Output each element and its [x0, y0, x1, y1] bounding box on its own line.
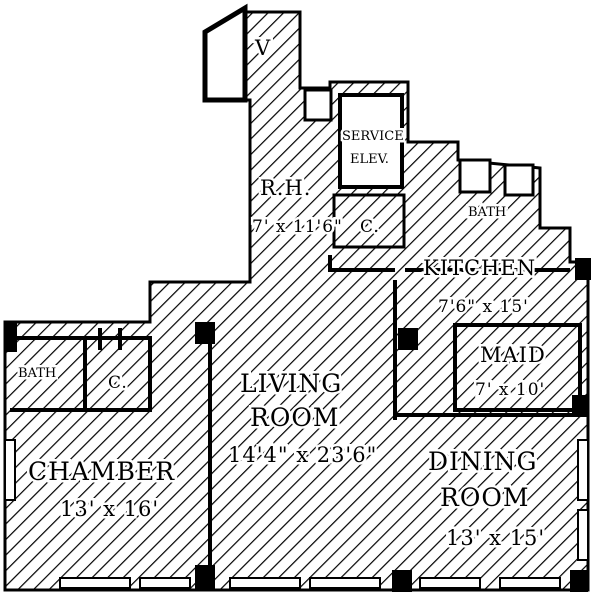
living-room-label-1: LIVING: [240, 369, 342, 398]
chamber-label: CHAMBER: [28, 457, 175, 486]
structural-columns: [5, 258, 591, 592]
service-bath-fixture-2: [503, 163, 535, 197]
interior-walls: [10, 255, 582, 580]
bath-label: BATH: [18, 366, 56, 381]
reception-hall-dims: 7' x 11'6": [252, 217, 343, 237]
service-elevator-shaft: [338, 93, 404, 189]
reception-hall-label: R.H.: [260, 176, 311, 200]
dining-room-label-2: ROOM: [440, 483, 529, 512]
room-labels: V R.H. 7' x 11'6" SERVICE ELEV. C. BATH …: [16, 34, 548, 553]
vestibule-wall: [202, 3, 248, 103]
service-bath-fixture-1: [458, 158, 492, 194]
service-elevator-label-2: ELEV.: [350, 152, 389, 167]
service-closet-box: [332, 193, 406, 249]
closet-label: C.: [108, 373, 128, 393]
service-bath-label: BATH: [468, 205, 506, 220]
maid-dims: 7' x 10': [475, 380, 545, 400]
dining-room-dims: 13' x 15': [446, 526, 545, 550]
service-elevator-label-1: SERVICE: [342, 129, 404, 144]
maid-label: MAID: [480, 343, 546, 367]
windows: [4, 439, 589, 589]
kitchen-label: KITCHEN: [423, 256, 536, 280]
service-closet-label: C.: [360, 217, 380, 237]
kitchen-dims: 7'6" x 15': [438, 297, 529, 317]
dumbwaiter-box: [303, 88, 333, 122]
living-room-dims: 14'4" x 23'6": [228, 443, 377, 467]
dining-room-label-1: DINING: [428, 447, 538, 476]
chamber-dims: 13' x 16': [60, 497, 159, 521]
vestibule-label: V: [254, 36, 271, 60]
living-room-label-2: ROOM: [250, 403, 339, 432]
